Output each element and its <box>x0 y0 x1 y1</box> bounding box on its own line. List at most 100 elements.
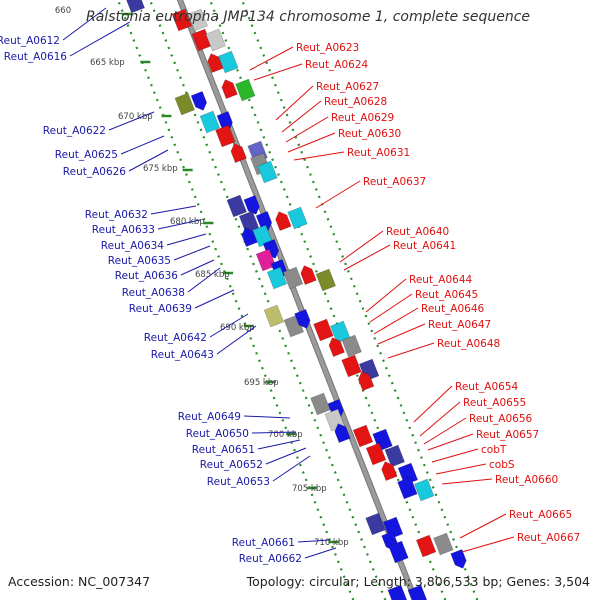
gene-label: Reut_A0639 <box>129 303 192 315</box>
kbp-label: 665 kbp <box>90 58 125 68</box>
gene-label: Reut_A0635 <box>108 255 171 267</box>
gene-block <box>341 354 362 378</box>
gene-block <box>413 478 435 502</box>
label-leader <box>173 245 211 261</box>
gene-label: Reut_A0629 <box>331 112 394 124</box>
label-leader <box>209 313 249 338</box>
kbp-label: 695 kbp <box>244 378 279 388</box>
gene-label: Reut_A0667 <box>517 532 580 544</box>
label-leader <box>166 233 207 246</box>
gene-label: Reut_A0649 <box>178 411 241 423</box>
label-leader <box>297 539 331 543</box>
label-leader <box>285 116 329 143</box>
gene-label: Reut_A0628 <box>324 96 387 108</box>
label-leader <box>128 149 169 172</box>
label-leader <box>427 433 474 451</box>
label-leader <box>253 63 303 81</box>
gene-label: Reut_A0651 <box>192 444 255 456</box>
gene-block <box>266 266 288 290</box>
gene-block <box>387 584 408 600</box>
gene-arrow <box>275 211 292 231</box>
kbp-label: 670 kbp <box>118 112 153 122</box>
gene-block <box>287 206 308 230</box>
genome-summary: Topology: circular; Length: 3,806,533 bp… <box>246 574 590 589</box>
gene-label: Reut_A0612 <box>0 35 60 47</box>
label-leader <box>69 21 131 57</box>
label-leader <box>187 267 221 293</box>
gene-arrow <box>221 79 238 99</box>
gene-block <box>215 124 236 148</box>
gene-block <box>282 266 304 290</box>
backbone <box>177 0 418 600</box>
gene-label: cobT <box>481 444 507 456</box>
label-leader <box>423 417 467 445</box>
gene-label: Reut_A0622 <box>43 125 106 137</box>
label-leader <box>304 547 337 559</box>
gene-label: Reut_A0626 <box>63 166 127 178</box>
gene-label: Reut_A0646 <box>421 303 485 315</box>
gene-label: Reut_A0648 <box>437 338 500 350</box>
accession-label: Accession: NC_007347 <box>8 574 151 589</box>
gene-block <box>257 160 278 184</box>
gene-block <box>199 110 221 134</box>
gene-block <box>433 532 454 556</box>
gene-label: Reut_A0655 <box>463 397 526 409</box>
gene-label: Reut_A0652 <box>200 459 263 471</box>
gene-arrow <box>381 461 398 481</box>
label-leader <box>365 278 407 313</box>
kbp-label: 685 kbp <box>195 270 230 280</box>
gene-label: Reut_A0657 <box>476 429 539 441</box>
label-leader <box>251 431 297 434</box>
gene-block <box>238 210 260 234</box>
label-leader <box>435 463 487 475</box>
gene-label: Reut_A0627 <box>316 81 379 93</box>
kbp-label: 690 kbp <box>220 323 255 333</box>
gene-label: Reut_A0625 <box>55 149 118 161</box>
gene-block <box>171 8 193 32</box>
label-leader <box>431 448 479 463</box>
gene-label: Reut_A0641 <box>393 240 456 252</box>
gene-label: Reut_A0661 <box>232 537 295 549</box>
label-leader <box>108 111 155 131</box>
label-leader <box>373 307 419 335</box>
gene-block <box>205 28 226 52</box>
gene-block <box>341 334 362 358</box>
label-leader <box>257 439 301 450</box>
label-leader <box>413 385 453 423</box>
label-leader <box>120 135 165 155</box>
gene-label: Reut_A0660 <box>495 474 558 486</box>
label-leader <box>461 536 515 553</box>
gene-arrow <box>294 309 311 329</box>
gene-arrow <box>328 337 345 357</box>
label-leader <box>369 293 413 323</box>
label-leader <box>293 151 345 161</box>
label-leader <box>343 244 391 271</box>
gene-block <box>218 50 239 74</box>
gene-arrow <box>450 549 467 569</box>
label-leader <box>377 323 426 345</box>
label-leader <box>275 85 314 121</box>
gene-block <box>384 444 406 468</box>
label-leader <box>249 46 294 71</box>
gene-label: Reut_A0623 <box>296 42 359 54</box>
gene-block <box>226 194 247 218</box>
gene-label: Reut_A0644 <box>409 274 473 286</box>
gene-block <box>365 512 386 536</box>
gene-block <box>187 8 209 32</box>
gene-arrow <box>230 143 247 163</box>
gene-label: Reut_A0665 <box>509 509 572 521</box>
label-leader <box>315 180 361 209</box>
label-leader <box>243 415 291 419</box>
label-leader <box>62 7 107 41</box>
gene-label: Reut_A0642 <box>144 332 207 344</box>
gene-block <box>263 304 285 328</box>
gene-block <box>388 540 409 564</box>
kbp-label: 700 kbp <box>268 430 303 440</box>
gene-block <box>310 392 331 416</box>
gene-arrow <box>241 227 258 247</box>
gene-block <box>313 318 334 342</box>
gene-label: Reut_A0631 <box>347 147 410 159</box>
label-leader <box>272 455 311 482</box>
gene-arrow <box>300 265 317 285</box>
